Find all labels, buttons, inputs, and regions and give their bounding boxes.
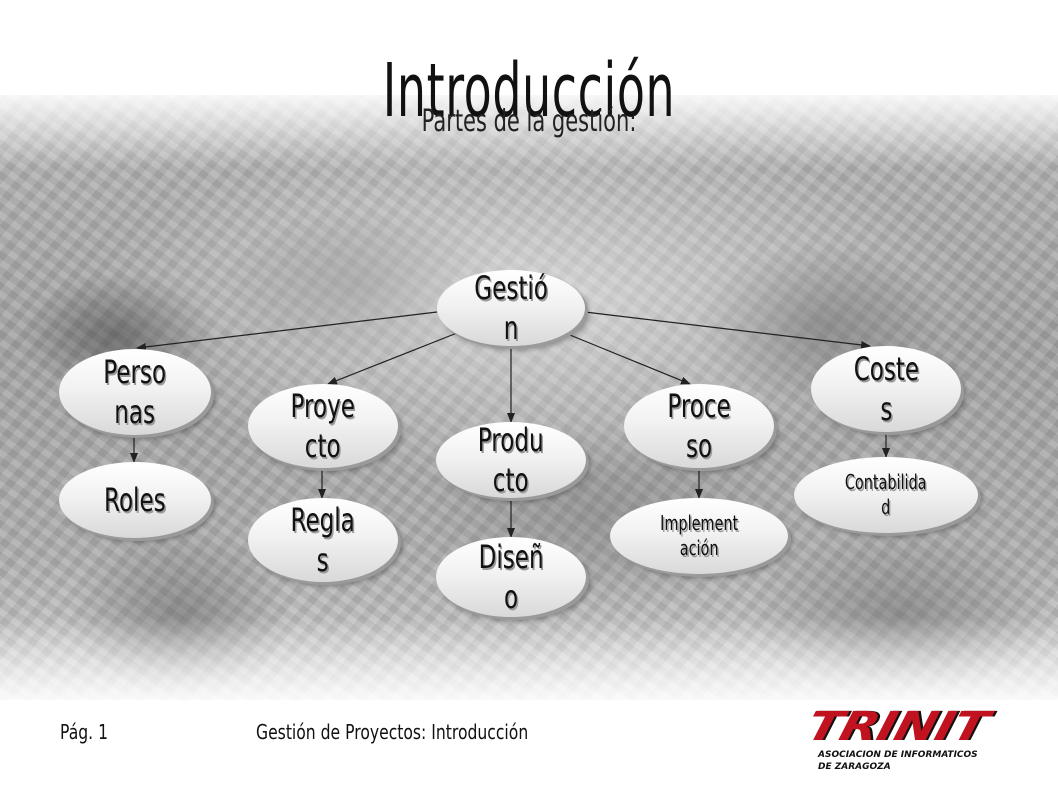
- node-diseno: Diseñ o: [436, 537, 586, 617]
- logo-mark: TRINIT: [801, 704, 993, 750]
- node-personas: Perso nas: [59, 349, 211, 435]
- arrow-gestion-personas: [136, 311, 438, 351]
- node-contabilidad: Contabilida d: [794, 457, 978, 533]
- node-diseno-label: Diseñ o: [478, 538, 544, 616]
- background-top: [0, 0, 1058, 100]
- slide-title: Introducción: [382, 48, 676, 134]
- node-producto-label: Produ cto: [478, 421, 544, 499]
- node-proceso: Proce so: [624, 384, 774, 468]
- node-proyecto-label: Proye cto: [290, 387, 356, 465]
- node-roles-label: Roles: [104, 481, 166, 519]
- node-proceso-label: Proce so: [667, 387, 731, 465]
- node-proyecto: Proye cto: [248, 384, 398, 468]
- node-implementacion: Implement ación: [610, 498, 788, 574]
- node-reglas: Regla s: [248, 498, 398, 582]
- logo-line-1: ASOCIACION DE INFORMATICOS: [818, 750, 978, 760]
- node-roles: Roles: [59, 462, 211, 538]
- node-contabilidad-label: Contabilida d: [845, 470, 927, 519]
- node-costes: Coste s: [811, 346, 961, 432]
- arrow-gestion-proceso: [564, 332, 691, 385]
- node-gestion: Gestió n: [437, 269, 585, 347]
- logo-line-2: DE ZARAGOZA: [818, 762, 891, 772]
- node-producto: Produ cto: [436, 421, 586, 499]
- arrow-gestion-proyecto: [327, 332, 458, 385]
- arrow-gestion-costes: [584, 311, 871, 349]
- node-gestion-label: Gestió n: [474, 269, 548, 347]
- node-implementacion-label: Implement ación: [660, 511, 738, 560]
- footer-course-title: Gestión de Proyectos: Introducción: [256, 720, 529, 744]
- footer-page-number: Pág. 1: [60, 720, 109, 744]
- background-bottom: [0, 700, 1058, 793]
- node-personas-label: Perso nas: [103, 353, 167, 431]
- node-costes-label: Coste s: [853, 350, 919, 428]
- node-reglas-label: Regla s: [290, 501, 356, 579]
- trinit-logo: TRINIT ASOCIACION DE INFORMATICOS DE ZAR…: [802, 704, 1004, 774]
- slide-subtitle: Partes de la gestión:: [421, 104, 637, 139]
